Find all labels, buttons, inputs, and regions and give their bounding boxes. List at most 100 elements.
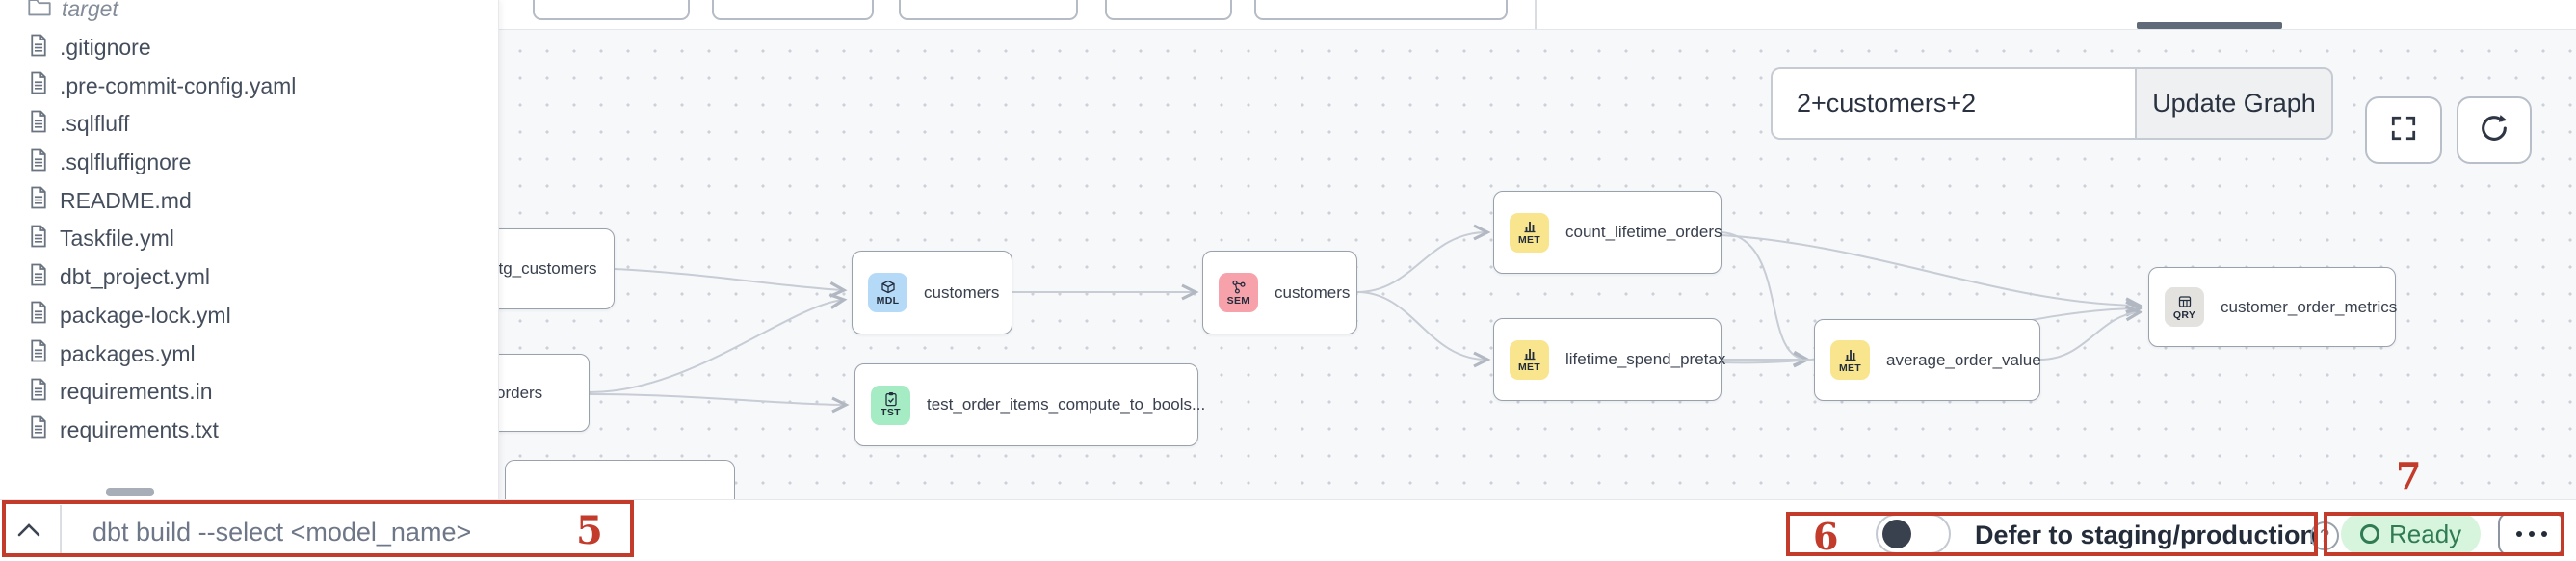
node-type-badge-qry: QRY xyxy=(2165,287,2204,327)
dag-edge-average_order_value-to-customer_order_metrics xyxy=(2039,305,2143,361)
toolbar-divider xyxy=(1535,0,1537,29)
dag-node-customers_model[interactable]: MDL customers xyxy=(852,251,1012,334)
file-icon xyxy=(27,300,50,331)
file-name: .gitignore xyxy=(60,35,151,61)
file-icon xyxy=(27,109,50,140)
tree-item-file-requirements-in[interactable]: requirements.in xyxy=(0,373,498,412)
fullscreen-button[interactable] xyxy=(2365,96,2442,164)
status-badge[interactable]: Ready xyxy=(2341,513,2482,555)
tree-item-file-package-lock-yml[interactable]: package-lock.yml xyxy=(0,297,498,335)
dag-node-partial_node[interactable] xyxy=(505,460,735,499)
dag-edge-count_lifetime_orders-to-customer_order_metrics xyxy=(1721,234,2143,314)
tree-item-file-packages-yml[interactable]: packages.yml xyxy=(0,334,498,373)
file-name: requirements.in xyxy=(60,379,213,405)
file-icon xyxy=(27,185,50,216)
folder-icon xyxy=(27,0,52,24)
node-label: orders xyxy=(498,383,543,402)
status-ring-icon xyxy=(2360,524,2379,544)
tree-item-file-requirements-txt[interactable]: requirements.txt xyxy=(0,412,498,450)
tree-item-file-taskfile-yml[interactable]: Taskfile.yml xyxy=(0,220,498,258)
node-label: test_order_items_compute_to_bools... xyxy=(927,395,1206,414)
file-name: dbt_project.yml xyxy=(60,264,210,290)
tree-item-file--pre-commit-config-yaml[interactable]: .pre-commit-config.yaml xyxy=(0,67,498,105)
file-icon xyxy=(27,33,50,64)
defer-label: Defer to staging/production xyxy=(1975,521,2316,549)
file-icon xyxy=(27,377,50,408)
tree-item-file-dbt-project-yml[interactable]: dbt_project.yml xyxy=(0,258,498,297)
chevron-up-icon xyxy=(14,523,43,544)
tree-item-file--sqlfluffignore[interactable]: .sqlfluffignore xyxy=(0,144,498,182)
dag-node-orders[interactable]: MDLorders xyxy=(498,354,590,432)
file-icon xyxy=(27,262,50,293)
file-name: packages.yml xyxy=(60,340,196,366)
file-icon xyxy=(27,224,50,254)
file-icon xyxy=(27,338,50,369)
dag-node-lifetime_spend_pretax[interactable]: MET lifetime_spend_pretax xyxy=(1493,318,1726,401)
node-type-badge-met: MET xyxy=(1510,212,1549,253)
file-name: .sqlfluff xyxy=(60,111,130,137)
file-icon xyxy=(27,70,50,101)
tree-item-folder-target[interactable]: target xyxy=(0,0,498,29)
node-label: lifetime_spend_pretax xyxy=(1565,350,1726,368)
file-name: .pre-commit-config.yaml xyxy=(60,72,297,98)
status-label: Ready xyxy=(2389,519,2462,548)
dag-edge-orders-to-customers_model xyxy=(589,293,848,393)
node-type-badge-met: MET xyxy=(1830,340,1870,380)
defer-toggle[interactable] xyxy=(1876,514,1951,554)
node-type-badge-met: MET xyxy=(1510,339,1549,380)
lineage-selector-input[interactable] xyxy=(1771,67,2136,140)
file-name: package-lock.yml xyxy=(60,302,231,328)
file-name: target xyxy=(62,0,118,22)
update-graph-button[interactable]: Update Graph xyxy=(2136,67,2333,140)
node-type-badge-mdl: MDL xyxy=(868,273,907,312)
dag-node-stg_customers[interactable]: MDLstg_customers xyxy=(498,228,615,309)
node-label: average_order_value xyxy=(1886,350,2041,369)
fullscreen-icon xyxy=(2389,114,2418,147)
expand-command-bar-button[interactable] xyxy=(14,521,47,544)
node-label: customers xyxy=(1275,282,1351,302)
dbt-command-input[interactable] xyxy=(64,505,634,559)
file-name: requirements.txt xyxy=(60,416,219,442)
dag-node-average_order_value[interactable]: MET average_order_value xyxy=(1814,319,2041,401)
tree-item-file--sqlfluff[interactable]: .sqlfluff xyxy=(0,105,498,144)
dag-edge-count_lifetime_orders-to-average_order_value xyxy=(1721,231,1811,367)
ellipsis-icon xyxy=(2515,531,2547,537)
node-label: customers xyxy=(924,282,1000,302)
active-tab-indicator xyxy=(2137,22,2282,29)
dag-edge-stg_customers-to-customers_model xyxy=(613,268,848,298)
toolbar-button-1[interactable] xyxy=(533,0,690,20)
dag-node-count_lifetime_orders[interactable]: MET count_lifetime_orders xyxy=(1493,191,1722,274)
toggle-knob xyxy=(1882,520,1911,548)
node-label: stg_customers xyxy=(498,259,597,278)
file-icon xyxy=(27,147,50,178)
help-icon[interactable]: ? xyxy=(2310,521,2339,550)
tree-item-file-readme-md[interactable]: README.md xyxy=(0,181,498,220)
toolbar-button-3[interactable] xyxy=(899,0,1078,20)
refresh-icon xyxy=(2478,112,2510,149)
file-list: target .gitignore .pre-commit-config.yaml.… xyxy=(0,0,498,449)
command-bar-divider xyxy=(60,505,62,557)
lineage-selector-group: Update Graph xyxy=(1771,67,2333,140)
file-name: .sqlfluffignore xyxy=(60,149,192,175)
file-name: Taskfile.yml xyxy=(60,226,174,252)
file-name: README.md xyxy=(60,187,192,213)
dag-edge-orders-to-test_order_items xyxy=(589,393,850,414)
lineage-canvas[interactable]: MDLstg_customersMDLordersMDLcustomersSEM… xyxy=(498,29,2576,499)
toolbar-button-5[interactable] xyxy=(1254,0,1508,20)
dag-edge-customers_semantic-to-count_lifetime_orders xyxy=(1356,224,1491,293)
dag-edge-customers_semantic-to-lifetime_spend_pretax xyxy=(1356,291,1491,368)
dag-node-test_order_items[interactable]: TST test_order_items_compute_to_bools... xyxy=(854,363,1205,446)
node-label: count_lifetime_orders xyxy=(1565,223,1722,241)
toolbar-button-4[interactable] xyxy=(1105,0,1232,20)
more-options-button[interactable] xyxy=(2498,512,2564,556)
file-explorer-panel: target .gitignore .pre-commit-config.yaml.… xyxy=(0,0,499,561)
file-icon xyxy=(27,414,50,445)
node-type-badge-tst: TST xyxy=(871,385,910,425)
horizontal-scrollbar-thumb[interactable] xyxy=(106,488,154,496)
refresh-button[interactable] xyxy=(2457,96,2532,164)
tree-item-file--gitignore[interactable]: .gitignore xyxy=(0,29,498,67)
toolbar-button-2[interactable] xyxy=(712,0,874,20)
